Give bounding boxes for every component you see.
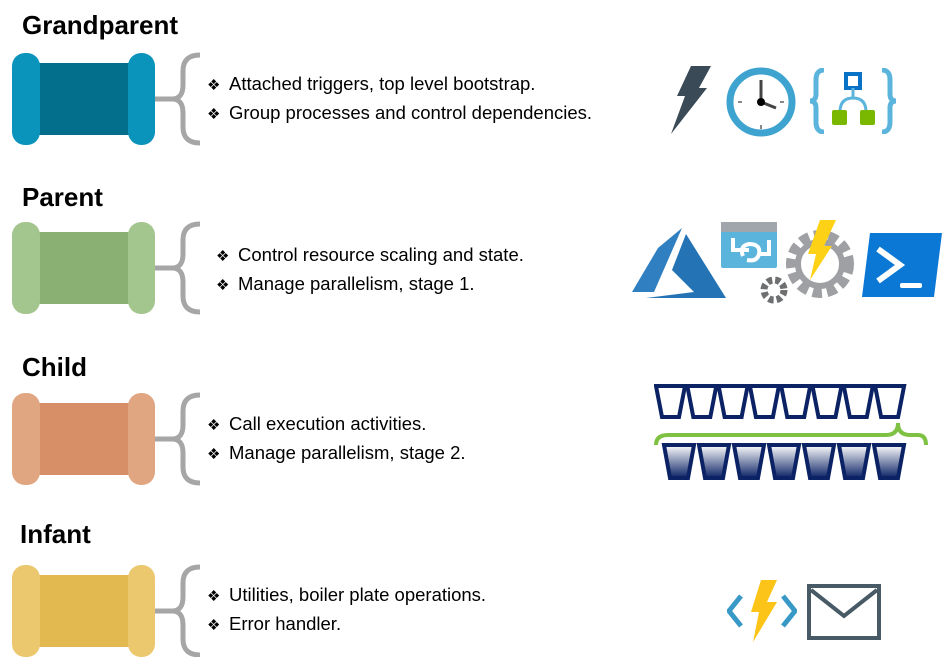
logic-app-icon: [810, 68, 896, 134]
tier-title-parent: Parent: [22, 182, 103, 212]
tier-item-text: Manage parallelism, stage 2.: [229, 442, 466, 463]
tier-item: ❖ Group processes and control dependencie…: [207, 102, 592, 124]
diamond-bullet-icon: ❖: [207, 77, 221, 94]
tier-item-text: Error handler.: [229, 613, 342, 634]
email-icon: [807, 584, 881, 640]
azure-function-code-icon: [727, 580, 797, 642]
powershell-icon: [862, 233, 942, 297]
function-gear-icon: [760, 220, 854, 304]
tier-item: ❖ Manage parallelism, stage 1.: [216, 273, 475, 295]
tier-item: ❖ Utilities, boiler plate operations.: [207, 584, 486, 606]
tier-title-grandparent: Grandparent: [22, 10, 179, 40]
tier-item: ❖ Manage parallelism, stage 2.: [207, 442, 466, 464]
tier-item-text: Group processes and control dependencies…: [229, 102, 593, 123]
tier-item: ❖ Attached triggers, top level bootstrap.: [207, 73, 535, 95]
tier-item: ❖ Call execution activities.: [207, 413, 426, 435]
clock-icon: [726, 67, 796, 137]
tier-item-text: Attached triggers, top level bootstrap.: [229, 73, 536, 94]
tier-item-text: Control resource scaling and state.: [238, 244, 524, 265]
automation-runbook-icon: [721, 222, 777, 268]
tier-title-child: Child: [22, 352, 87, 382]
tier-scroll-infant: [12, 564, 201, 657]
tier-item-text: Call execution activities.: [229, 413, 427, 434]
trigger-lightning-icon: [671, 66, 711, 134]
diamond-bullet-icon: ❖: [207, 417, 221, 434]
diamond-bullet-icon: ❖: [207, 617, 221, 634]
diamond-bullet-icon: ❖: [216, 248, 230, 265]
tier-title-infant: Infant: [20, 519, 91, 549]
tier-scroll-parent: [12, 221, 201, 315]
parallel-buckets-icon: [654, 384, 928, 480]
tier-item: ❖ Control resource scaling and state.: [216, 244, 524, 266]
tier-scroll-child: [12, 392, 201, 486]
azure-logo-icon: [632, 228, 726, 298]
diamond-bullet-icon: ❖: [207, 588, 221, 605]
tier-item-text: Utilities, boiler plate operations.: [229, 584, 487, 605]
tier-scroll-grandparent: [12, 52, 201, 146]
diamond-bullet-icon: ❖: [207, 106, 221, 123]
diamond-bullet-icon: ❖: [216, 277, 230, 294]
tier-item: ❖ Error handler.: [207, 613, 341, 635]
tier-item-text: Manage parallelism, stage 1.: [238, 273, 475, 294]
diamond-bullet-icon: ❖: [207, 446, 221, 463]
